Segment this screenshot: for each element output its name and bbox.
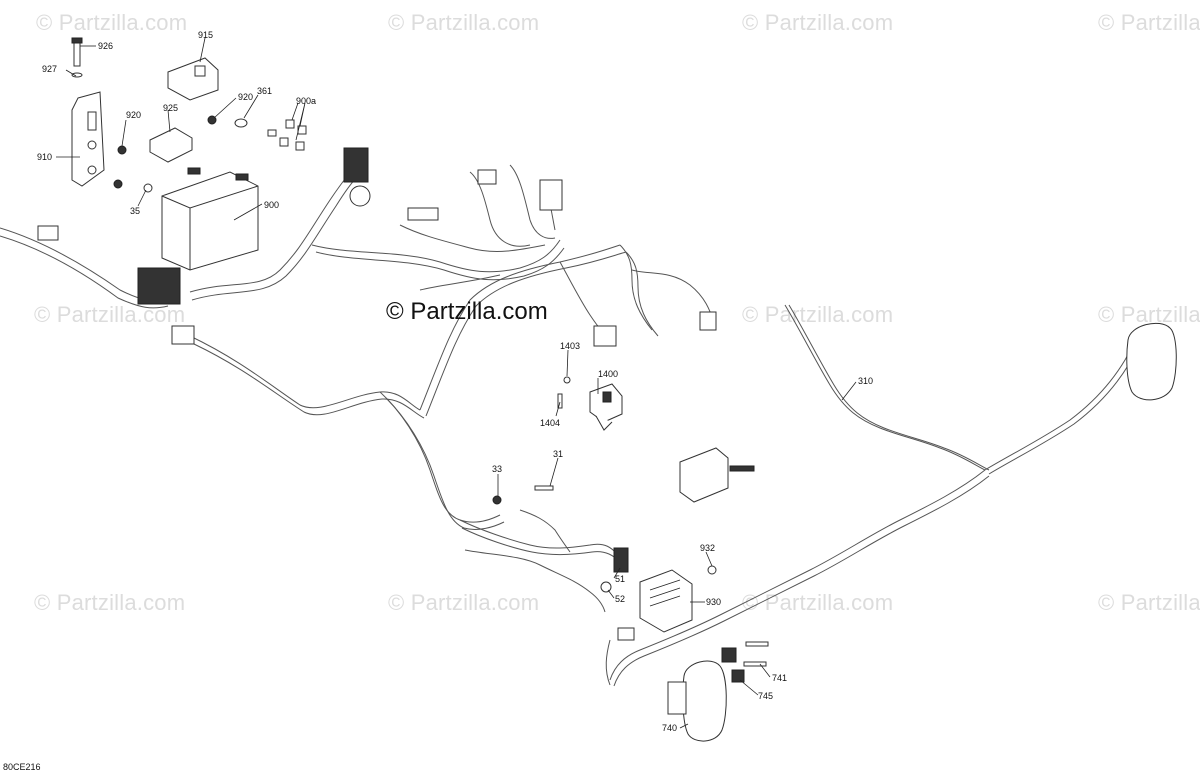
callout-920: 920 xyxy=(238,92,253,102)
watermark: © Partzilla.com xyxy=(742,10,894,35)
callout-900: 900 xyxy=(264,200,279,210)
rear-light-740 xyxy=(667,660,727,742)
grommet xyxy=(349,185,371,207)
bolt-926 xyxy=(71,37,83,67)
center-watermark: © Partzilla.com xyxy=(386,298,548,325)
bracket-915 xyxy=(167,57,219,101)
watermark: © Partzilla.com xyxy=(1098,590,1200,615)
callout-926: 926 xyxy=(98,41,113,51)
diagram-code: 80CE216 xyxy=(3,762,41,772)
callout-900a: 900a xyxy=(296,96,316,106)
connector xyxy=(721,647,737,663)
watermark: © Partzilla.com xyxy=(388,10,540,35)
rear-harness-310 xyxy=(605,304,1143,687)
callout-915: 915 xyxy=(198,30,213,40)
leader-lines xyxy=(56,37,857,729)
callout-930: 930 xyxy=(706,597,721,607)
callout-33: 33 xyxy=(492,464,502,474)
module-1400 xyxy=(589,383,623,431)
watermark: © Partzilla.com xyxy=(34,590,186,615)
callout-1404: 1404 xyxy=(540,418,560,428)
main-harness xyxy=(0,169,716,613)
callout-31: 31 xyxy=(553,449,563,459)
module-930 xyxy=(639,569,693,633)
callout-910: 910 xyxy=(37,152,52,162)
nut xyxy=(113,179,123,189)
fuse-box-connector xyxy=(137,267,181,305)
watermark: © Partzilla.com xyxy=(1098,302,1200,327)
callout-35: 35 xyxy=(130,206,140,216)
washer-52 xyxy=(600,581,612,593)
connector xyxy=(37,225,59,241)
terminal-kit-900a xyxy=(267,119,307,151)
connector xyxy=(593,325,617,347)
callout-927: 927 xyxy=(42,64,57,74)
frame-harness xyxy=(311,164,565,291)
washer-927 xyxy=(71,72,83,78)
watermark: © Partzilla.com xyxy=(1098,10,1200,35)
bolt-1404 xyxy=(557,393,563,409)
rear-light-right xyxy=(1126,322,1177,401)
bracket-745 xyxy=(731,669,745,683)
callout-52: 52 xyxy=(615,594,625,604)
nut-920 xyxy=(117,145,127,155)
callout-51: 51 xyxy=(615,574,625,584)
battery-900 xyxy=(161,167,259,271)
watermark: © Partzilla.com xyxy=(742,302,894,327)
callout-741: 741 xyxy=(772,673,787,683)
nut-1403 xyxy=(563,376,571,384)
cover-925 xyxy=(149,127,193,163)
module-bracket xyxy=(679,447,755,503)
connector xyxy=(343,147,369,183)
callout-1400: 1400 xyxy=(598,369,618,379)
bolt xyxy=(745,641,769,647)
grommet-361 xyxy=(234,118,248,128)
callout-361: 361 xyxy=(257,86,272,96)
connector xyxy=(699,311,717,331)
bolt-741 xyxy=(743,661,767,667)
watermark: © Partzilla.com xyxy=(36,10,188,35)
connector-51 xyxy=(613,547,629,573)
callout-740: 740 xyxy=(662,723,677,733)
callout-925: 925 xyxy=(163,103,178,113)
watermark: © Partzilla.com xyxy=(388,590,540,615)
watermark: © Partzilla.com xyxy=(742,590,894,615)
callout-1403: 1403 xyxy=(560,341,580,351)
bracket-910 xyxy=(71,91,105,187)
callout-920: 920 xyxy=(126,110,141,120)
callout-310: 310 xyxy=(858,376,873,386)
watermark: © Partzilla.com xyxy=(34,302,186,327)
nut-932 xyxy=(707,565,717,575)
connector xyxy=(171,325,195,345)
nut-33 xyxy=(492,495,502,505)
callout-745: 745 xyxy=(758,691,773,701)
callout-932: 932 xyxy=(700,543,715,553)
bolt-31 xyxy=(534,485,554,491)
connector xyxy=(617,627,635,641)
